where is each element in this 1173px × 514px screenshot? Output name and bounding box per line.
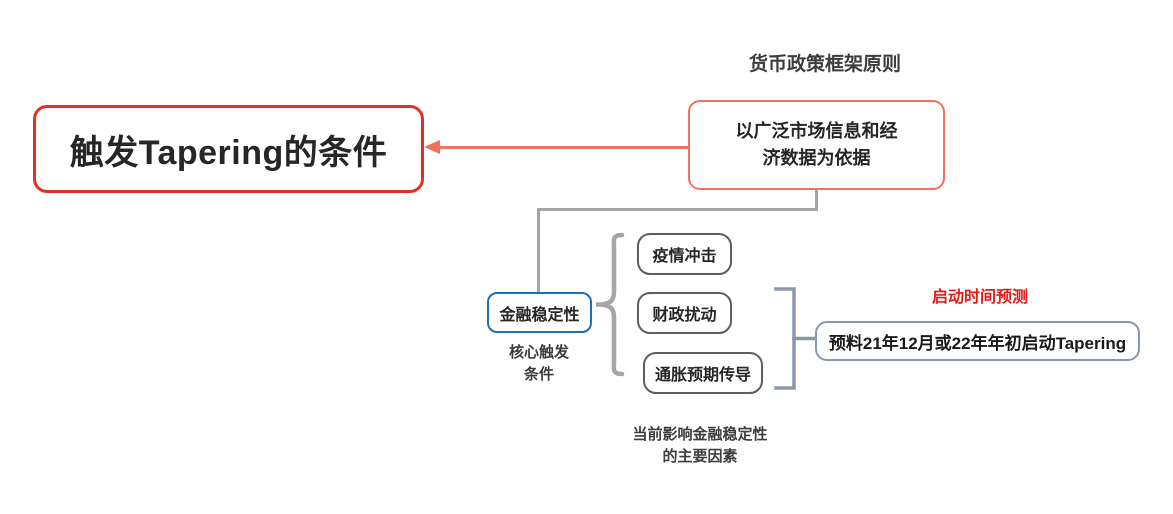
root-node-label: 触发Tapering的条件 bbox=[69, 133, 388, 172]
factors-caption: 当前影响金融稳定性 的主要因素 bbox=[585, 424, 815, 468]
root-node-trigger-conditions[interactable]: 触发Tapering的条件 bbox=[33, 105, 424, 193]
factors-caption-line2: 的主要因素 bbox=[662, 447, 738, 465]
stability-caption-line2: 条件 bbox=[523, 365, 554, 383]
policy-node-line1: 以广泛市场信息和经 bbox=[735, 121, 898, 141]
stability-node[interactable]: 金融稳定性 bbox=[487, 292, 592, 333]
connector-segment-vertical-left bbox=[537, 208, 540, 294]
arrow-head-icon bbox=[424, 140, 440, 154]
stability-caption-line1: 核心触发 bbox=[508, 344, 569, 361]
connector-policy-to-root bbox=[440, 146, 688, 149]
forecast-node[interactable]: 预料21年12月或22年年初启动Tapering bbox=[815, 321, 1140, 361]
policy-branch-heading: 货币政策框架原则 bbox=[748, 54, 901, 75]
factor-node-fiscal-disturbance[interactable]: 财政扰动 bbox=[637, 292, 732, 334]
factor-node-label: 疫情冲击 bbox=[652, 248, 717, 265]
policy-node[interactable]: 以广泛市场信息和经 济数据为依据 bbox=[688, 100, 945, 190]
policy-node-label: 以广泛市场信息和经 济数据为依据 bbox=[722, 118, 912, 172]
factors-caption-line1: 当前影响金融稳定性 bbox=[632, 426, 768, 443]
forecast-node-label: 预料21年12月或22年年初启动Tapering bbox=[828, 333, 1127, 353]
curly-brace-icon bbox=[596, 232, 625, 377]
stability-node-label: 金融稳定性 bbox=[499, 306, 580, 324]
forecast-label: 启动时间预测 bbox=[931, 289, 1028, 306]
connector-segment-horizontal bbox=[537, 208, 818, 211]
factor-node-inflation-expectation[interactable]: 通胀预期传导 bbox=[643, 352, 763, 394]
factor-node-label: 通胀预期传导 bbox=[654, 367, 751, 384]
factor-node-label: 财政扰动 bbox=[652, 307, 717, 324]
square-bracket-icon bbox=[774, 287, 818, 390]
connector-segment-vertical-right bbox=[815, 190, 818, 211]
stability-node-caption: 核心触发 条件 bbox=[479, 342, 599, 386]
policy-node-line2: 济数据为依据 bbox=[762, 148, 871, 168]
factor-node-pandemic-shock[interactable]: 疫情冲击 bbox=[637, 233, 732, 275]
